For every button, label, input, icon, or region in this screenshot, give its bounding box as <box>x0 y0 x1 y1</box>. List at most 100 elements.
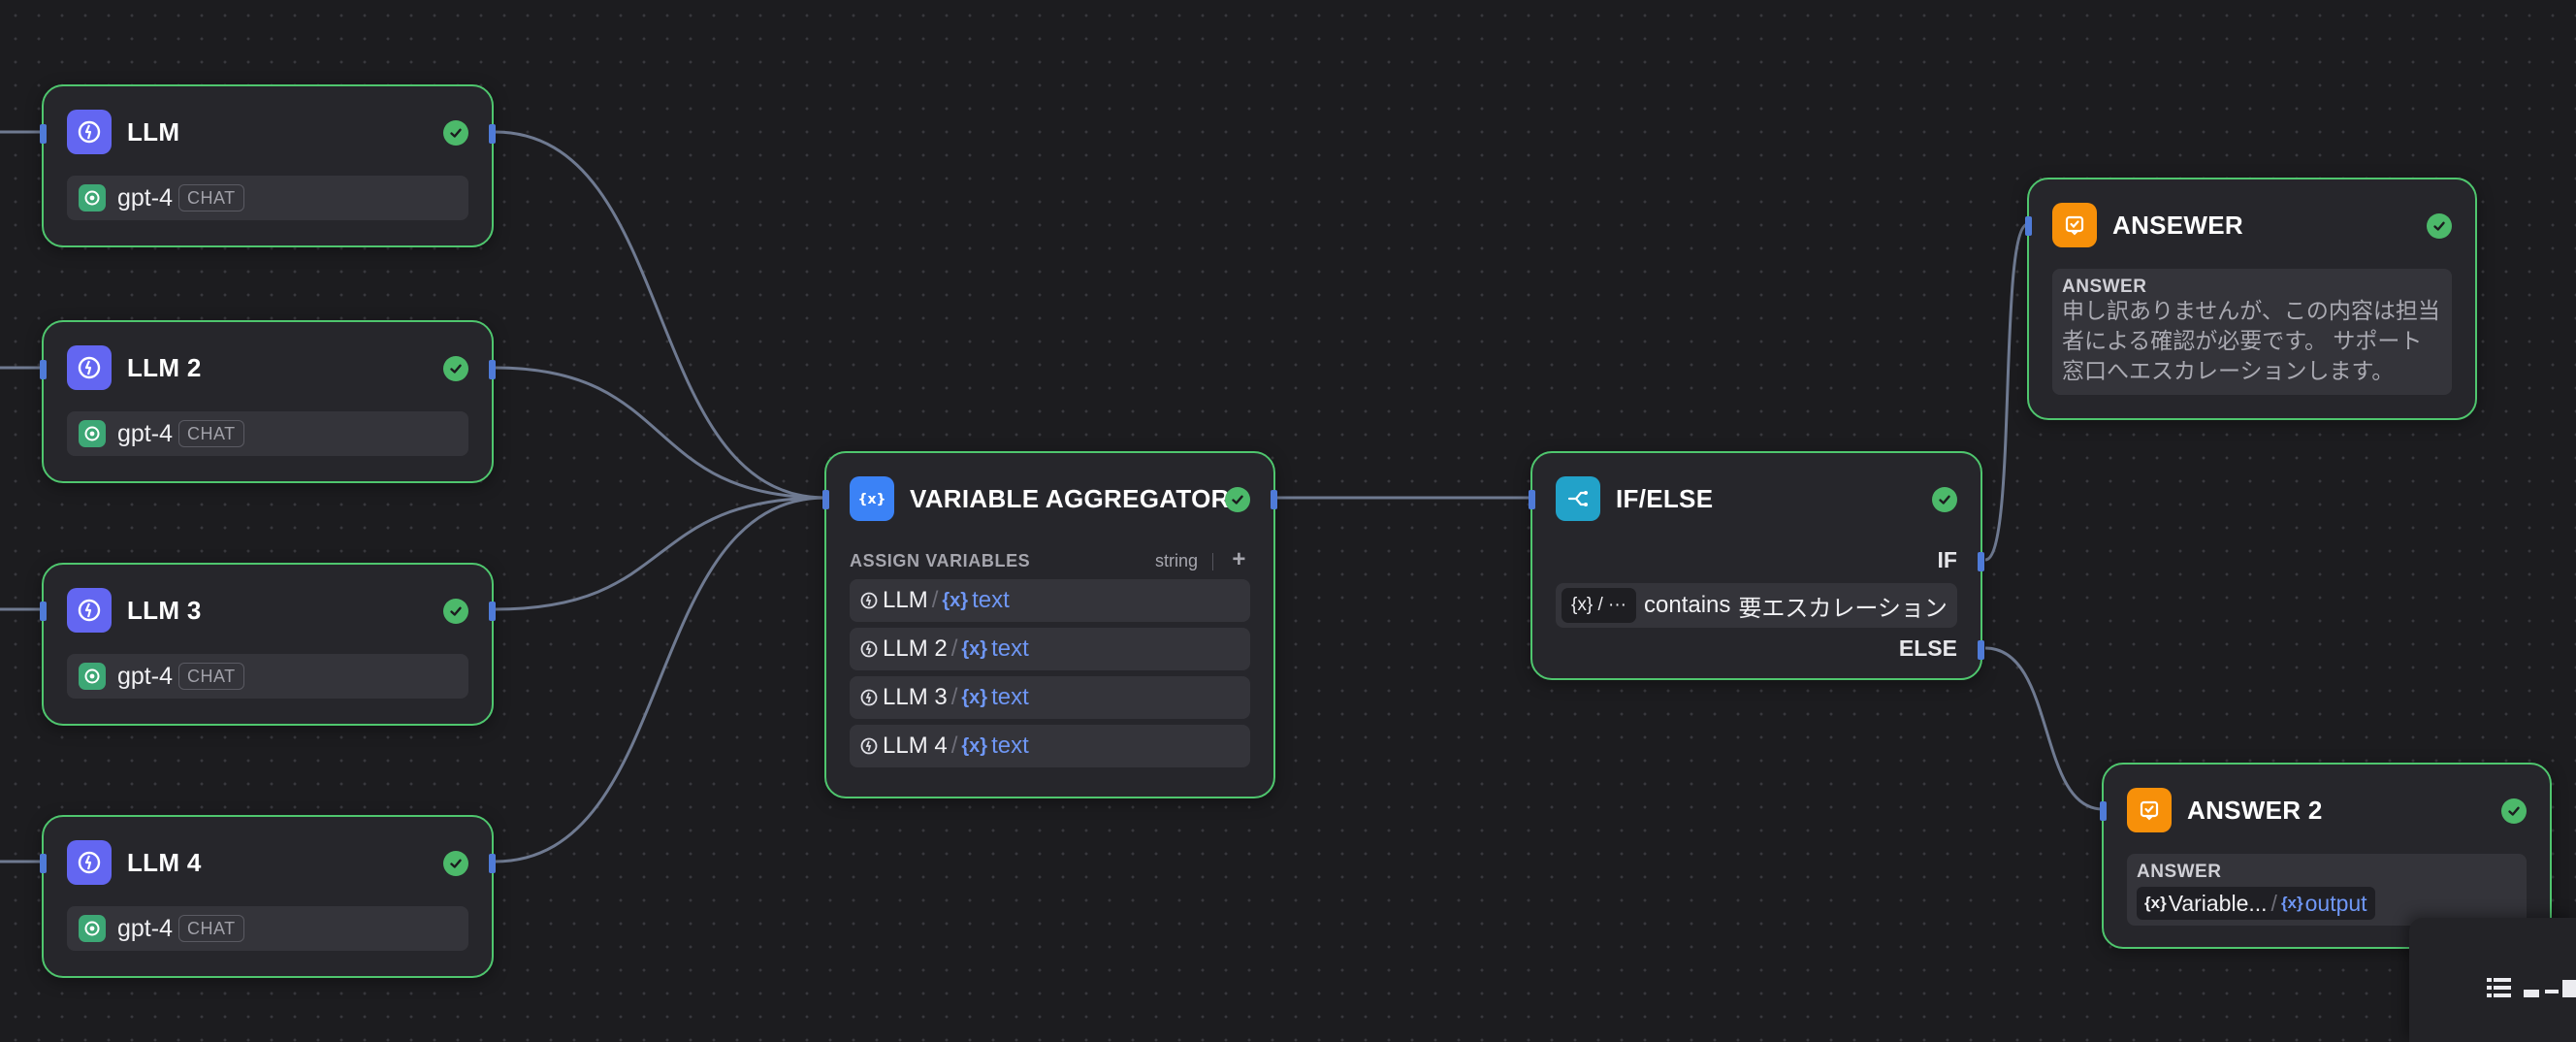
variable-reference: {x} Variable... / {x} output <box>2137 887 2375 920</box>
condition-operator[interactable]: contains <box>1644 592 1731 618</box>
target-handle[interactable] <box>2100 801 2107 821</box>
minimap-icon[interactable] <box>2522 974 2576 1003</box>
variable-name: text <box>991 733 1029 759</box>
variable-icon: {x} <box>2144 894 2167 912</box>
variable-aggregator-node[interactable]: {x} VARIABLE AGGREGATOR ASSIGN VARIABLES… <box>822 451 1277 798</box>
divider <box>1212 553 1213 570</box>
source-node-name: LLM 3 <box>883 684 948 710</box>
llm-node[interactable]: LLM gpt-4 CHAT <box>40 84 496 247</box>
node-header: LLM 3 <box>67 588 468 633</box>
source-handle[interactable] <box>489 854 496 873</box>
variable-name: text <box>972 587 1010 613</box>
target-handle[interactable] <box>40 602 47 621</box>
mode-badge: CHAT <box>177 915 244 942</box>
target-handle[interactable] <box>40 854 47 873</box>
source-handle[interactable] <box>1271 490 1277 509</box>
success-check-icon <box>2427 213 2452 239</box>
success-check-icon <box>1932 487 1957 512</box>
mode-badge: CHAT <box>177 663 244 690</box>
answer-content-box[interactable]: ANSWER 申し訳ありませんが、この内容は担当者による確認が必要です。 サポー… <box>2052 269 2452 395</box>
openai-icon <box>79 915 106 942</box>
list-icon[interactable] <box>2485 974 2514 1003</box>
model-name: gpt-4 <box>117 183 173 212</box>
assigned-variable-row[interactable]: LLM / {x} text <box>850 579 1250 622</box>
answer-label: ANSWER <box>2062 277 2147 297</box>
llm-node[interactable]: LLM 3 gpt-4 CHAT <box>40 563 496 726</box>
model-selector[interactable]: gpt-4 CHAT <box>67 411 468 456</box>
node-header: ANSWER 2 <box>2127 788 2527 832</box>
answer-content-box[interactable]: ANSWER {x} Variable... / {x} output <box>2127 854 2527 926</box>
variable-icon: {x} <box>961 734 988 757</box>
condition-row[interactable]: {x} / ··· contains 要エスカレーション <box>1556 583 1957 628</box>
answer-icon <box>2052 203 2097 247</box>
assigned-variable-row[interactable]: LLM 2 / {x} text <box>850 628 1250 670</box>
success-check-icon <box>443 851 468 876</box>
target-handle[interactable] <box>40 124 47 144</box>
source-node-name: Variable... <box>2168 890 2268 916</box>
model-name: gpt-4 <box>117 662 173 690</box>
openai-icon <box>79 663 106 690</box>
target-handle[interactable] <box>822 490 829 509</box>
node-header: IF/ELSE <box>1556 476 1957 521</box>
target-handle[interactable] <box>1529 490 1535 509</box>
model-selector[interactable]: gpt-4 CHAT <box>67 906 468 951</box>
answer-node[interactable]: ANSEWER ANSWER 申し訳ありませんが、この内容は担当者による確認が必… <box>2025 178 2477 420</box>
edge-llm3-aggregator <box>494 496 826 611</box>
source-handle[interactable] <box>489 124 496 144</box>
openai-icon <box>79 420 106 447</box>
variable-name: text <box>991 635 1029 662</box>
llm-icon <box>859 688 879 707</box>
assigned-variable-row[interactable]: LLM 3 / {x} text <box>850 676 1250 719</box>
source-handle[interactable] <box>489 360 496 379</box>
node-header: LLM 4 <box>67 840 468 885</box>
edge-llm2-aggregator <box>494 366 826 500</box>
source-handle[interactable] <box>489 602 496 621</box>
target-handle[interactable] <box>2025 216 2032 236</box>
if-source-handle[interactable] <box>1978 552 1984 571</box>
assigned-variable-row[interactable]: LLM 4 / {x} text <box>850 725 1250 767</box>
variable-name: output <box>2304 890 2367 916</box>
llm-node[interactable]: LLM 2 gpt-4 CHAT <box>40 320 496 483</box>
assign-variables-label: ASSIGN VARIABLES <box>850 551 1031 570</box>
add-variable-button[interactable]: + <box>1232 546 1246 572</box>
svg-text:{x}: {x} <box>858 492 886 507</box>
model-name: gpt-4 <box>117 419 173 447</box>
answer-label: ANSWER <box>2137 862 2222 882</box>
llm-icon <box>859 591 879 610</box>
source-node-name: LLM <box>883 587 928 613</box>
llm-icon <box>67 840 112 885</box>
node-title: LLM 2 <box>127 352 202 382</box>
output-type-label: string <box>1154 551 1198 570</box>
condition-variable-chip[interactable]: {x} / ··· <box>1562 588 1637 623</box>
branch-icon <box>1556 476 1600 521</box>
source-node-name: LLM 4 <box>883 733 948 759</box>
node-title: ANSWER 2 <box>2187 795 2323 825</box>
variable-name: text <box>991 684 1029 710</box>
node-title: LLM 3 <box>127 595 202 625</box>
variable-aggregator-icon: {x} <box>850 476 894 521</box>
condition-value: 要エスカレーション <box>1738 595 1948 622</box>
model-name: gpt-4 <box>117 914 173 942</box>
else-source-handle[interactable] <box>1978 640 1984 660</box>
variable-icon: {x} <box>942 589 969 611</box>
variable-reference-chip[interactable]: {x} Variable... / {x} output <box>2137 887 2375 920</box>
source-node-name: LLM 2 <box>883 635 948 662</box>
edge-llm4-aggregator <box>494 496 826 863</box>
else-label: ELSE <box>1898 635 1957 661</box>
node-title: LLM 4 <box>127 847 202 877</box>
target-handle[interactable] <box>40 360 47 379</box>
variable-icon: {x} <box>961 637 988 660</box>
mode-badge: CHAT <box>177 184 244 212</box>
node-header: ANSEWER <box>2052 203 2452 247</box>
path-separator: / <box>2270 890 2277 916</box>
mode-badge: CHAT <box>177 420 244 447</box>
node-title: VARIABLE AGGREGATOR <box>910 483 1230 513</box>
model-selector[interactable]: gpt-4 CHAT <box>67 654 468 699</box>
llm-node[interactable]: LLM 4 gpt-4 CHAT <box>40 815 496 978</box>
if-else-node[interactable]: IF/ELSE IF {x} / ··· contains 要エスカレーション … <box>1529 451 1984 680</box>
model-selector[interactable]: gpt-4 CHAT <box>67 176 468 220</box>
llm-icon <box>859 736 879 756</box>
node-title: ANSEWER <box>2112 210 2243 240</box>
node-header: LLM <box>67 110 468 154</box>
llm-icon <box>67 345 112 390</box>
